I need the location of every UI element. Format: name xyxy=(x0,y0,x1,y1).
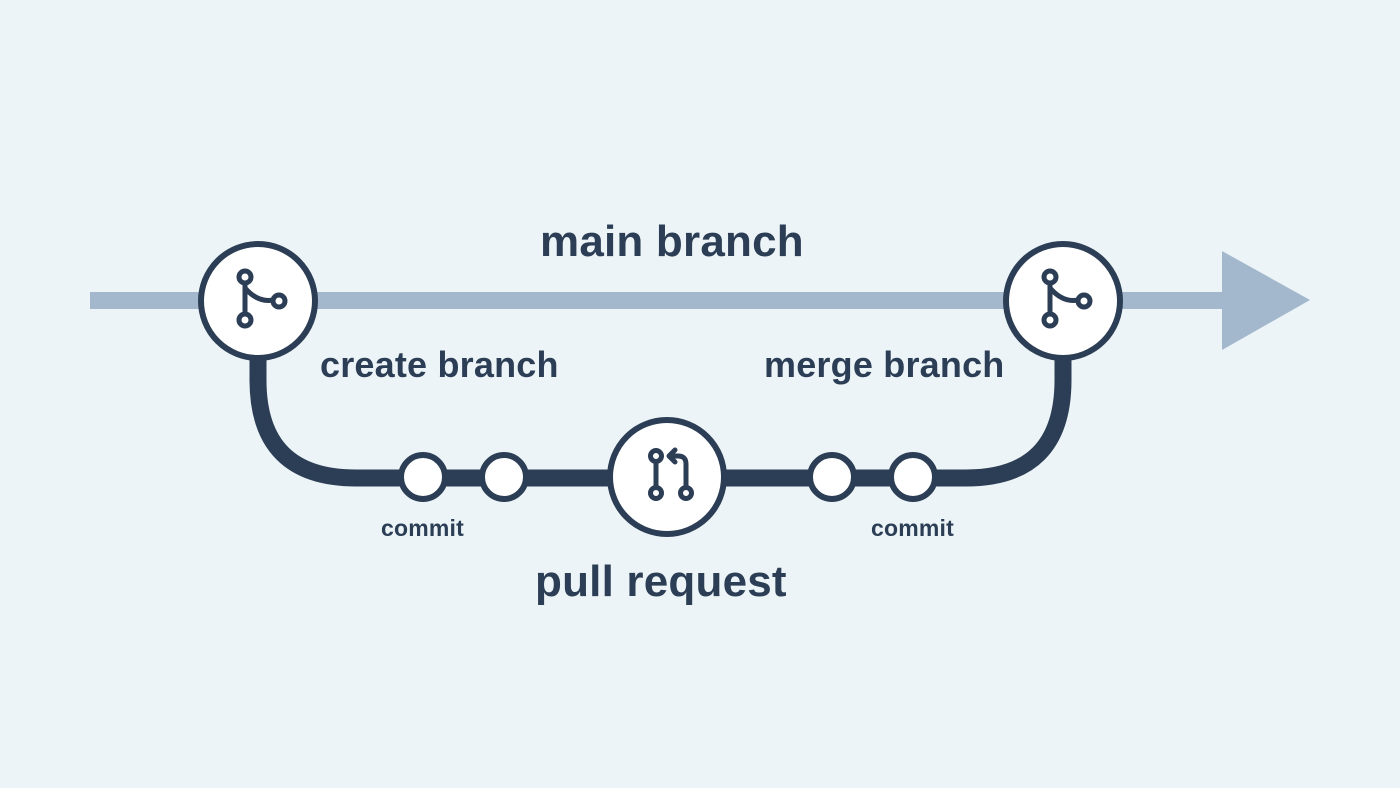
main-branch-line xyxy=(90,292,1230,309)
create-branch-label: create branch xyxy=(320,344,559,385)
pull-request-label: pull request xyxy=(535,557,787,606)
pull-request-node xyxy=(607,417,727,537)
commit-dot xyxy=(479,452,529,502)
commit-dot xyxy=(398,452,448,502)
main-branch-arrowhead xyxy=(1222,251,1310,350)
commit-dot xyxy=(888,452,938,502)
git-branch-icon xyxy=(1041,268,1093,329)
git-pull-request-icon xyxy=(648,447,694,501)
merge-branch-label: merge branch xyxy=(764,344,1005,385)
commit-label-left: commit xyxy=(381,515,464,541)
commit-dot xyxy=(807,452,857,502)
main-branch-label: main branch xyxy=(540,217,804,266)
create-branch-node xyxy=(198,241,318,361)
commit-label-right: commit xyxy=(871,515,954,541)
git-branch-icon xyxy=(236,268,288,329)
merge-branch-node xyxy=(1003,241,1123,361)
